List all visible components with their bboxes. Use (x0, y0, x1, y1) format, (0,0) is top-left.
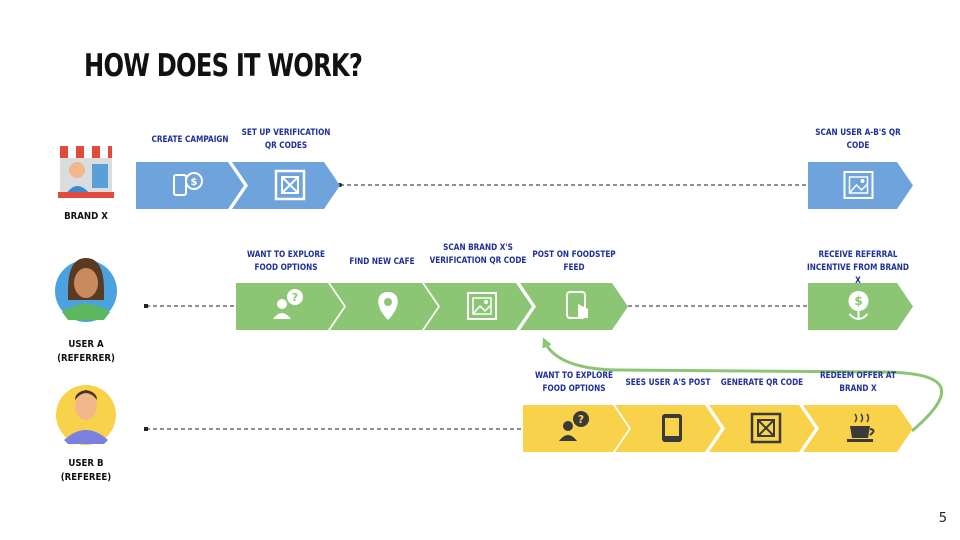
user-a-step-chevron (424, 283, 532, 330)
person-question-icon: ? (559, 411, 589, 441)
user-b-avatar (56, 385, 116, 445)
coffee-cup-icon (847, 413, 875, 442)
map-pin-icon (378, 292, 398, 320)
svg-text:?: ? (578, 413, 584, 426)
brand-step-chevron (808, 162, 913, 209)
brand-step-chevron (232, 162, 340, 209)
page-title: HOW DOES IT WORK? (84, 48, 363, 84)
actor-label-user-a: USER A (REFERRER) (43, 338, 129, 366)
connector-dot (144, 427, 148, 431)
actor-label-line: (REFERRER) (57, 353, 115, 364)
qr-scan-image-icon (467, 292, 497, 320)
actor-label-line: USER A (68, 339, 104, 350)
svg-text:$: $ (191, 177, 198, 188)
feedback-arrow (542, 337, 944, 433)
user-a-step-label: SCAN BRAND X'S VERIFICATION QR CODE (429, 243, 527, 266)
actor-label-line: USER B (68, 458, 104, 469)
user-b-step-label: SEES USER A'S POST (625, 378, 711, 388)
qr-code-icon (274, 169, 306, 201)
user-a-step-label: WANT TO EXPLORE FOOD OPTIONS (246, 250, 326, 273)
user-a-step-chevron (236, 283, 344, 330)
phone-tap-icon (566, 291, 588, 319)
brand-step-chevron (136, 162, 244, 209)
person-question-icon: ? (273, 289, 303, 319)
user-b-step-label: GENERATE QR CODE (720, 378, 804, 388)
brand-step-label: SCAN USER A-B'S QR CODE (815, 128, 901, 151)
user-a-avatar (55, 258, 117, 322)
user-b-step-label: REDEEM OFFER AT BRAND X (820, 371, 896, 394)
shop-avatar (58, 146, 114, 198)
qr-scan-image-icon (843, 171, 874, 199)
actor-label-user-b: USER B (REFEREE) (43, 457, 129, 485)
user-b-step-chevron (523, 405, 629, 452)
brand-step-label: CREATE CAMPAIGN (151, 135, 229, 145)
user-a-step-chevron (520, 283, 628, 330)
user-a-step-label: FIND NEW CAFE (349, 257, 415, 267)
page-number: 5 (938, 511, 947, 526)
user-b-step-label: WANT TO EXPLORE FOOD OPTIONS (534, 371, 614, 394)
connector-dot (144, 304, 148, 308)
qr-code-icon (750, 412, 782, 444)
brand-step-label: SET UP VERIFICATION QR CODES (241, 128, 331, 151)
phone-coin-icon: $ (173, 172, 203, 196)
actor-label-line: (REFEREE) (60, 472, 112, 483)
user-a-step-label: POST ON FOODSTEP FEED (532, 250, 616, 273)
tablet-icon (662, 414, 682, 442)
dollar-plant-icon: $ (848, 291, 869, 320)
svg-text:$: $ (854, 294, 862, 308)
actor-label-brand: BRAND X (64, 211, 108, 222)
user-b-step-chevron (709, 405, 815, 452)
svg-text:?: ? (292, 291, 298, 304)
user-a-step-label: RECEIVE REFERRAL INCENTIVE FROM BRAND X (807, 250, 909, 286)
